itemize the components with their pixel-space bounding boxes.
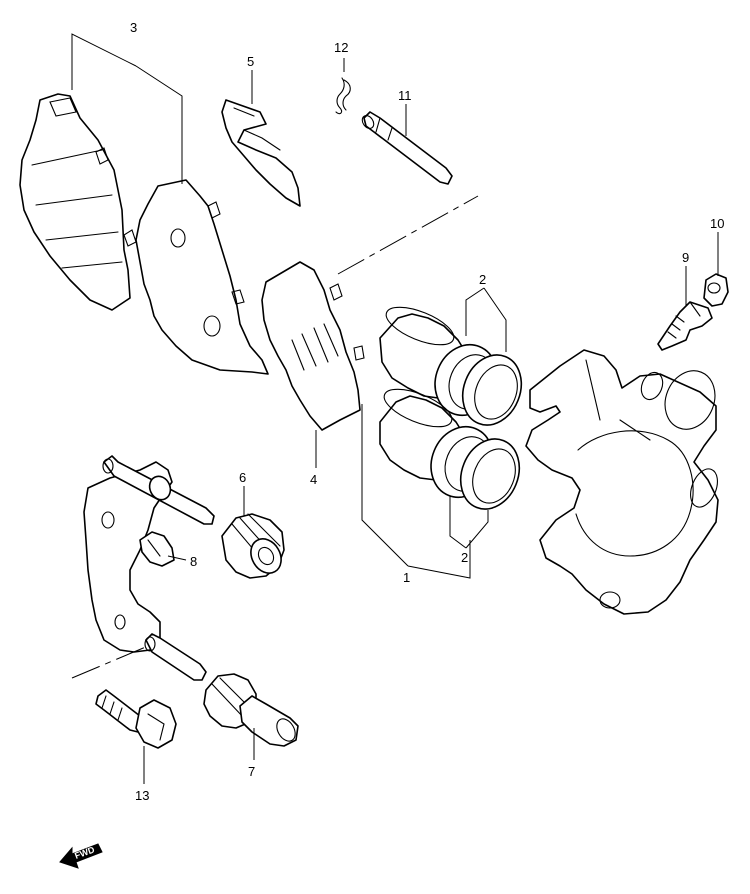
callout-2-lower: 2 [461, 550, 468, 565]
bracket-clip [139, 531, 175, 567]
callout-11: 11 [398, 88, 412, 103]
retaining-clip [335, 77, 351, 115]
pad-shim [261, 261, 365, 431]
caliper-bracket [83, 455, 215, 681]
bleeder-cap [703, 273, 729, 307]
callout-8: 8 [190, 554, 197, 569]
callout-5: 5 [247, 54, 254, 69]
piston-seal-upper [434, 343, 523, 426]
callout-7: 7 [248, 764, 255, 779]
pad-spring [221, 99, 301, 207]
callout-13: 13 [135, 788, 149, 803]
callout-4: 4 [310, 472, 317, 487]
brake-pad-set [19, 93, 269, 375]
bracket-bolt [95, 689, 177, 749]
leader-lines [71, 33, 719, 784]
fwd-direction-badge: FWD [59, 843, 103, 869]
callout-labels: 3 5 12 11 10 9 2 4 6 8 2 1 7 13 [130, 20, 724, 803]
callout-3: 3 [130, 20, 137, 35]
pad-pin [361, 111, 453, 185]
callout-6: 6 [239, 470, 246, 485]
callout-1: 1 [403, 570, 410, 585]
callout-9: 9 [682, 250, 689, 265]
slide-pin [203, 673, 299, 747]
callout-10: 10 [710, 216, 724, 231]
callout-2-upper: 2 [479, 272, 486, 287]
bleeder-valve [657, 301, 713, 351]
piston-seal-lower [430, 425, 521, 510]
pin-boot [221, 513, 285, 579]
caliper-body [525, 349, 719, 615]
callout-12: 12 [334, 40, 348, 55]
